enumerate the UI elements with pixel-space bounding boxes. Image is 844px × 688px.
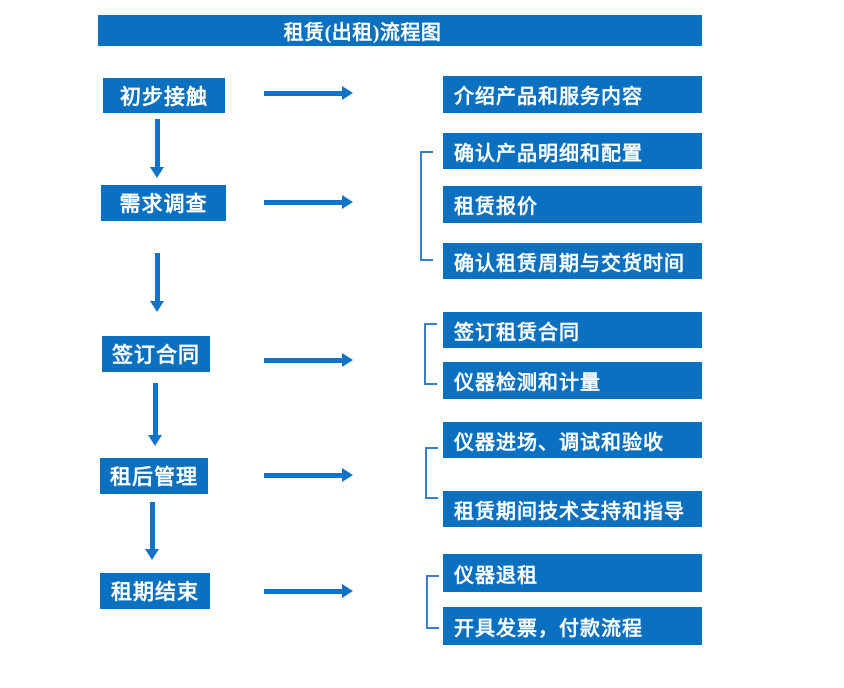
down-arrow [150, 119, 164, 178]
right-arrow [264, 468, 353, 482]
output-box: 仪器检测和计量 [443, 362, 702, 399]
output-label: 仪器退租 [454, 564, 538, 587]
step-label: 租期结束 [111, 580, 199, 604]
down-arrow [150, 253, 164, 312]
output-label: 确认产品明细和配置 [454, 142, 643, 165]
down-arrow [148, 383, 162, 446]
right-arrow [264, 86, 353, 100]
group-bracket [420, 151, 433, 261]
output-box: 租赁期间技术支持和指导 [443, 491, 702, 527]
group-bracket [426, 575, 439, 629]
step-box-demand-survey: 需求调查 [101, 185, 226, 221]
output-box: 开具发票，付款流程 [443, 607, 702, 645]
step-box-post-rental: 租后管理 [100, 458, 208, 494]
down-arrow [145, 502, 159, 560]
step-label: 签订合同 [112, 343, 200, 367]
output-box: 确认租赁周期与交货时间 [443, 243, 702, 279]
output-box: 租赁报价 [443, 186, 702, 223]
right-arrow [264, 584, 353, 598]
step-label: 租后管理 [110, 465, 198, 489]
right-arrow [264, 353, 353, 367]
output-label: 签订租赁合同 [454, 321, 580, 344]
output-label: 租赁报价 [454, 196, 538, 218]
step-box-rental-end: 租期结束 [100, 573, 210, 609]
step-label: 初步接触 [120, 84, 208, 109]
page-title: 租赁(出租)流程图 [283, 22, 442, 44]
output-box: 仪器进场、调试和验收 [443, 422, 702, 458]
output-box: 介绍产品和服务内容 [443, 76, 702, 113]
output-label: 确认租赁周期与交货时间 [454, 252, 685, 275]
output-label: 仪器检测和计量 [454, 372, 601, 394]
output-box: 签订租赁合同 [443, 312, 702, 348]
step-label: 需求调查 [119, 192, 208, 216]
group-bracket [425, 447, 438, 499]
output-label: 租赁期间技术支持和指导 [454, 500, 685, 523]
output-label: 开具发票，付款流程 [454, 617, 643, 640]
output-label: 介绍产品和服务内容 [454, 86, 643, 108]
group-bracket [424, 323, 437, 385]
title-bar: 租赁(出租)流程图 [98, 15, 702, 46]
output-label: 仪器进场、调试和验收 [454, 431, 664, 454]
step-box-initial-contact: 初步接触 [103, 78, 225, 113]
output-box: 仪器退租 [443, 554, 702, 592]
step-box-sign-contract: 签订合同 [102, 336, 210, 372]
right-arrow [264, 195, 353, 209]
output-box: 确认产品明细和配置 [443, 133, 702, 169]
